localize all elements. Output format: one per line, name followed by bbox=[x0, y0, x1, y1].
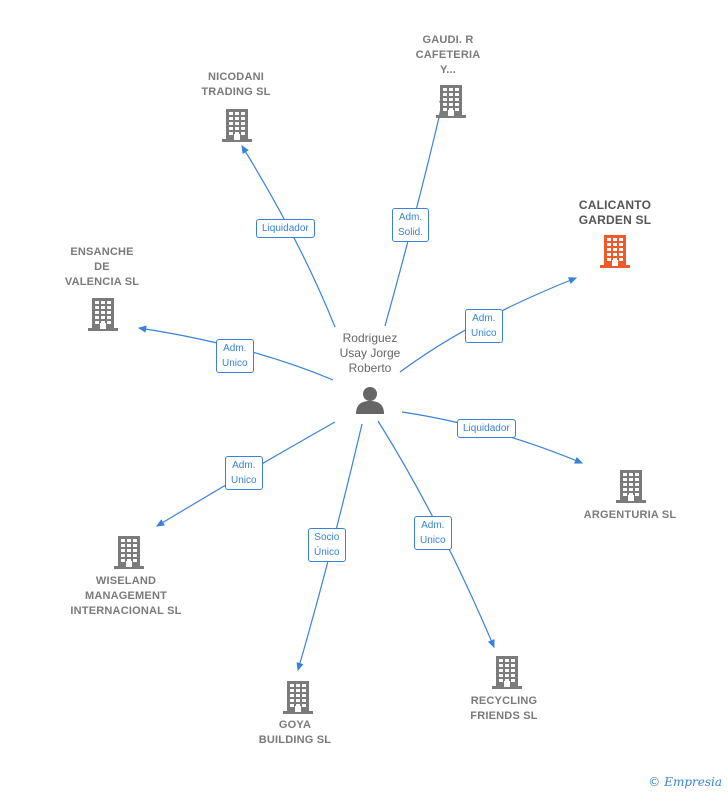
company-name[interactable]: CALICANTO GARDEN SL bbox=[578, 198, 652, 227]
edge-gaudi bbox=[384, 94, 446, 327]
company-name[interactable]: ARGENTURIA SL bbox=[583, 509, 677, 521]
building-icon[interactable] bbox=[600, 234, 630, 273]
company-node-nicodani[interactable]: NICODANI TRADING SL bbox=[198, 70, 274, 100]
role-badge-calicanto[interactable]: Adm. Unico bbox=[465, 309, 503, 343]
company-name[interactable]: GOYA BUILDING SL bbox=[258, 719, 332, 746]
company-name[interactable]: GAUDI. R CAFETERIA Y... bbox=[415, 34, 481, 76]
building-icon[interactable] bbox=[492, 655, 522, 694]
company-node-argenturia[interactable]: ARGENTURIA SL bbox=[578, 508, 682, 523]
building-icon[interactable] bbox=[283, 680, 313, 719]
company-node-wiseland[interactable]: WISELAND MANAGEMENT INTERNACIONAL SL bbox=[62, 574, 190, 619]
company-node-goya[interactable]: GOYA BUILDING SL bbox=[252, 718, 338, 748]
brand-name: Empresia bbox=[664, 775, 722, 789]
company-name[interactable]: WISELAND MANAGEMENT INTERNACIONAL SL bbox=[70, 575, 182, 617]
role-badge-ensanche[interactable]: Adm. Unico bbox=[216, 339, 254, 373]
building-icon[interactable] bbox=[436, 84, 466, 123]
building-icon[interactable] bbox=[114, 535, 144, 574]
company-node-recycling[interactable]: RECYCLING FRIENDS SL bbox=[464, 694, 544, 724]
company-node-gaudi[interactable]: GAUDI. R CAFETERIA Y... bbox=[410, 33, 486, 78]
role-badge-goya[interactable]: Socio Único bbox=[308, 528, 346, 562]
company-node-calicanto[interactable]: CALICANTO GARDEN SL bbox=[570, 198, 660, 228]
building-icon[interactable] bbox=[222, 108, 252, 147]
building-icon[interactable] bbox=[616, 469, 646, 508]
building-icon[interactable] bbox=[88, 297, 118, 336]
role-badge-nicodani[interactable]: Liquidador bbox=[256, 219, 315, 238]
role-badge-wiseland[interactable]: Adm. Unico bbox=[225, 456, 263, 490]
role-badge-recycling[interactable]: Adm. Unico bbox=[414, 516, 452, 550]
role-badge-argenturia[interactable]: Liquidador bbox=[457, 419, 516, 438]
person-icon[interactable] bbox=[355, 386, 385, 414]
company-name[interactable]: ENSANCHE DE VALENCIA SL bbox=[64, 246, 140, 288]
person-name[interactable]: Rodriguez Usay Jorge Roberto bbox=[339, 331, 401, 375]
brand-footer[interactable]: ©Empresia bbox=[648, 775, 722, 789]
company-name[interactable]: NICODANI TRADING SL bbox=[201, 71, 271, 98]
role-badge-gaudi[interactable]: Adm. Solid. bbox=[392, 208, 430, 242]
company-node-ensanche[interactable]: ENSANCHE DE VALENCIA SL bbox=[58, 245, 146, 290]
company-name[interactable]: RECYCLING FRIENDS SL bbox=[470, 695, 538, 722]
edge-nicodani bbox=[241, 144, 336, 328]
copyright-icon: © bbox=[648, 775, 661, 789]
